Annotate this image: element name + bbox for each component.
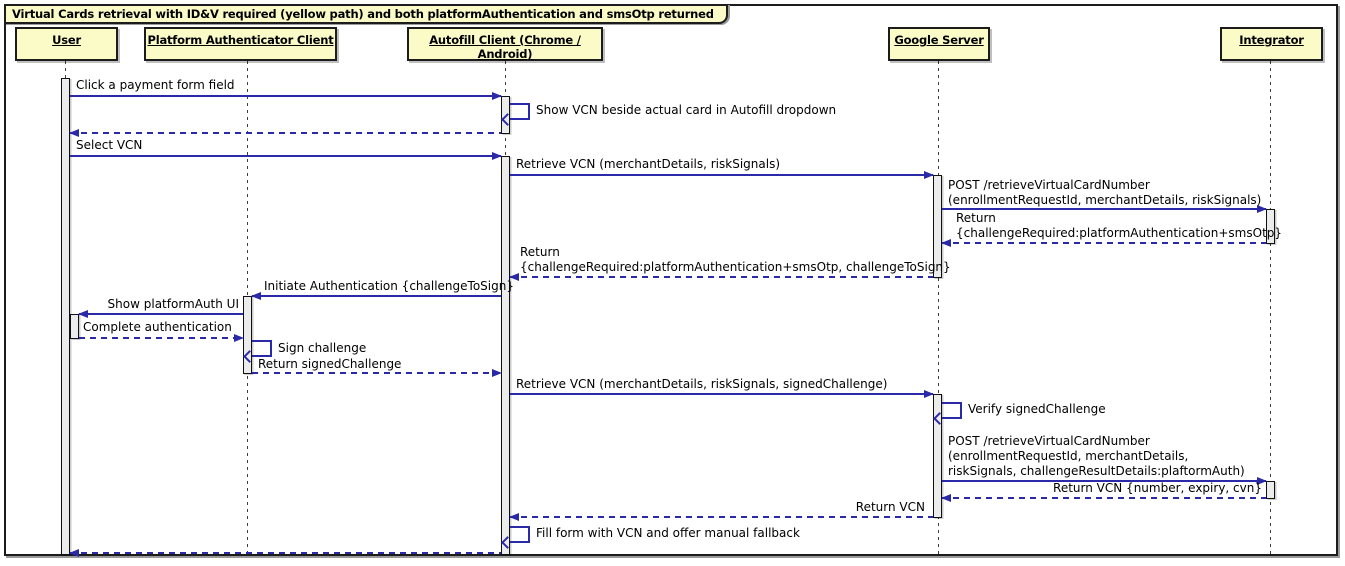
arrow-right-icon: [492, 369, 502, 377]
message-label-return-signed: Return signedChallenge: [258, 357, 402, 371]
participant-platform-authenticator: Platform Authenticator Client: [144, 27, 337, 61]
activation-integrator-2: [1266, 481, 1275, 499]
message-line-initiate-auth: [251, 292, 501, 300]
message-label-return-2-line1: Return: [520, 245, 560, 259]
message-line-retrieve-vcn-1: [510, 171, 934, 179]
activation-user-nested: [70, 314, 79, 339]
activation-user-main: [61, 78, 70, 555]
message-label-return-1-line1: Return: [956, 211, 996, 225]
message-line-post-1: [942, 205, 1267, 213]
return-line-vcn-full: [941, 494, 1266, 502]
activation-integrator-1: [1266, 209, 1275, 244]
participant-google-server: Google Server: [888, 27, 990, 61]
arrow-right-icon: [492, 152, 502, 160]
message-label-select-vcn: Select VCN: [76, 138, 143, 152]
arrow-left-icon: [509, 273, 519, 281]
message-label-show-vcn: Show VCN beside actual card in Autofill …: [536, 103, 837, 117]
activation-google-1: [933, 175, 942, 278]
arrow-left-icon: [251, 292, 261, 300]
message-label-return-vcn-full: Return VCN {number, expiry, cvn}: [1053, 481, 1262, 495]
arrow-right-icon: [924, 390, 934, 398]
message-label-click-field: Click a payment form field: [76, 78, 235, 92]
return-line-challenge-required-1: [941, 239, 1266, 247]
activation-autofill-1: [501, 96, 510, 134]
return-line-dropdown: [69, 129, 501, 137]
activation-google-2: [933, 394, 942, 518]
return-line-challenge-required-2: [509, 273, 933, 281]
arrow-left-icon: [509, 513, 519, 521]
return-line-final: [69, 549, 501, 557]
message-label-return-1-line2: {challengeRequired:platformAuthenticatio…: [956, 226, 1283, 240]
arrow-right-icon: [1257, 205, 1267, 213]
lifeline-integrator: [1270, 61, 1271, 554]
arrow-right-icon: [234, 334, 244, 342]
self-message-sign-challenge: [243, 340, 272, 363]
lifeline-google-server: [938, 61, 939, 554]
return-line-signed-challenge: [252, 369, 502, 377]
arrow-right-icon: [924, 171, 934, 179]
message-label-post-1-line1: POST /retrieveVirtualCardNumber: [948, 178, 1150, 192]
message-label-complete-auth: Complete authentication: [83, 320, 232, 334]
self-message-verify-signed: [933, 402, 962, 425]
message-label-post-1-line2: (enrollmentRequestId, merchantDetails, r…: [948, 193, 1262, 207]
arrow-right-icon: [492, 92, 502, 100]
message-line-post-2: [942, 477, 1267, 485]
participant-autofill: Autofill Client (Chrome / Android): [407, 27, 603, 61]
self-message-fill-form: [501, 526, 530, 549]
arrow-left-icon: [78, 310, 88, 318]
message-label-initiate-auth: Initiate Authentication {challengeToSign…: [264, 279, 514, 293]
message-label-post-2-line2: (enrollmentRequestId, merchantDetails,: [948, 449, 1189, 463]
message-label-show-platform-auth: Show platformAuth UI: [107, 297, 239, 311]
activation-autofill-2: [501, 156, 510, 555]
message-label-verify-signed: Verify signedChallenge: [968, 402, 1106, 416]
return-line-complete-auth: [79, 334, 244, 342]
message-line-show-platform-auth: [78, 310, 243, 318]
message-label-retrieve-vcn-2: Retrieve VCN (merchantDetails, riskSigna…: [516, 377, 888, 391]
message-line-retrieve-vcn-2: [510, 390, 934, 398]
arrow-left-icon: [941, 239, 951, 247]
message-label-post-2-line3: riskSignals, challengeResultDetails:plaf…: [948, 464, 1245, 478]
arrow-right-icon: [1257, 477, 1267, 485]
arrow-left-icon: [69, 129, 79, 137]
message-line-select-vcn: [70, 152, 502, 160]
return-line-vcn: [509, 513, 933, 521]
message-label-sign-challenge: Sign challenge: [278, 341, 367, 355]
message-label-return-2-line2: {challengeRequired:platformAuthenticatio…: [520, 260, 951, 274]
message-label-fill-form: Fill form with VCN and offer manual fall…: [536, 526, 800, 540]
arrow-left-icon: [69, 549, 79, 557]
participant-integrator: Integrator: [1220, 27, 1323, 61]
self-message-show-vcn: [501, 103, 530, 126]
message-label-return-vcn: Return VCN: [855, 500, 925, 514]
arrow-left-icon: [941, 494, 951, 502]
participant-user: User: [15, 27, 118, 61]
message-label-post-2-line1: POST /retrieveVirtualCardNumber: [948, 434, 1150, 448]
message-label-retrieve-vcn-1: Retrieve VCN (merchantDetails, riskSigna…: [516, 157, 780, 171]
activation-platform-authenticator: [243, 296, 252, 374]
diagram-title: Virtual Cards retrieval with ID&V requir…: [4, 4, 728, 24]
message-line-click-field: [70, 92, 502, 100]
